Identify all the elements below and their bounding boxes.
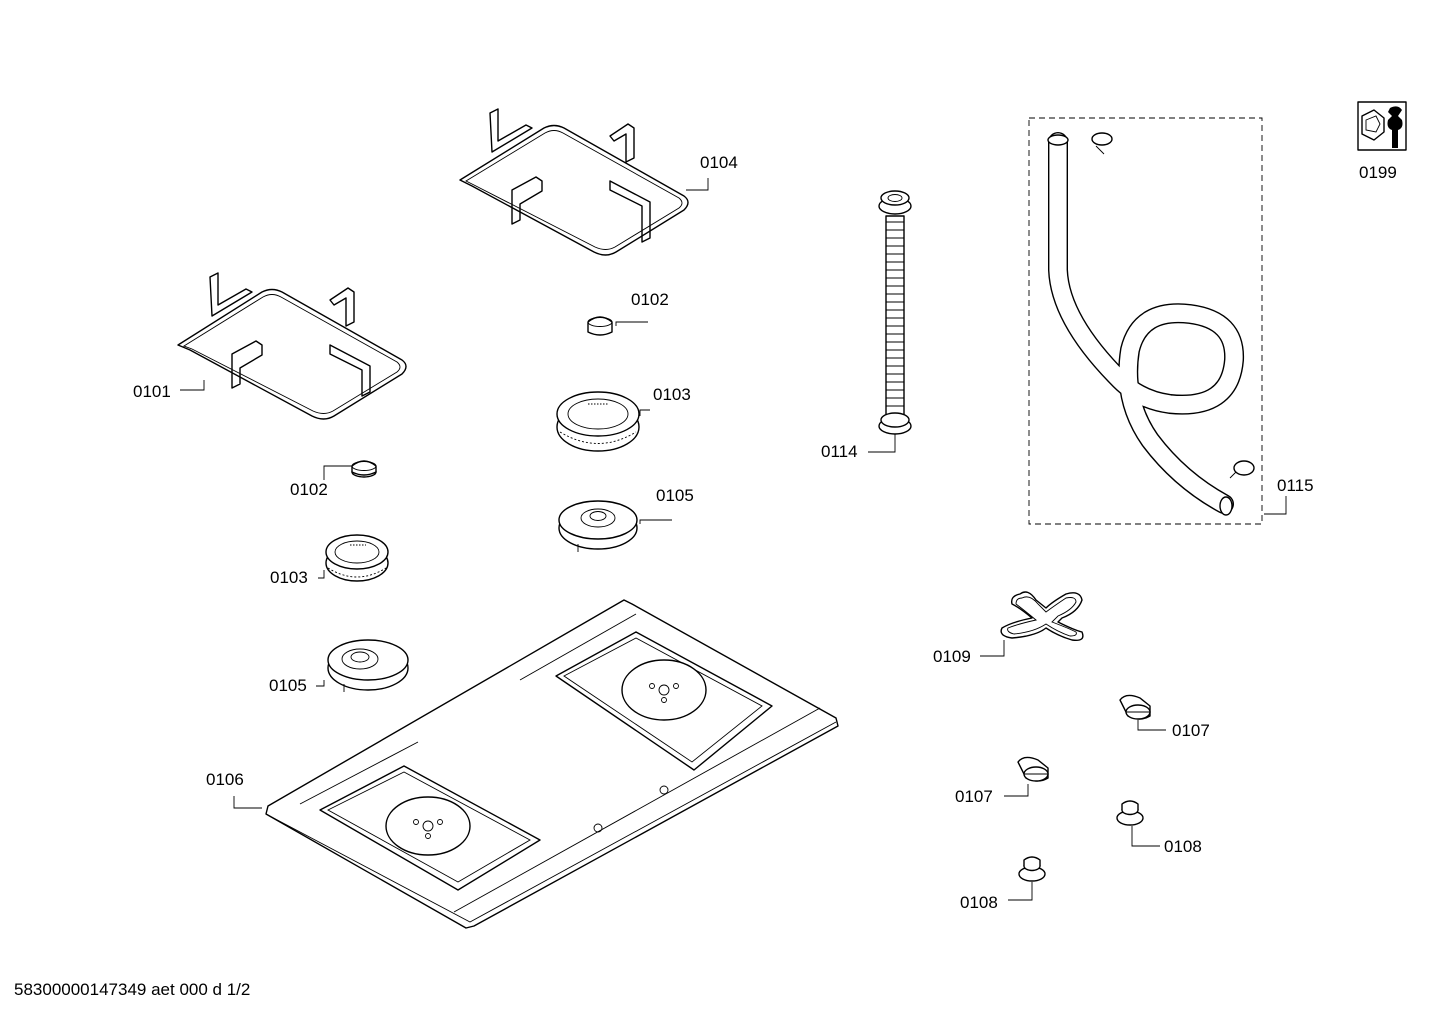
document-id-footer: 58300000147349 aet 000 d 1/2 [14,980,251,999]
burner-ring-top [556,391,640,452]
wrench-nut-icon [1357,101,1407,151]
hob-top-panel [265,599,839,929]
burner-cap-small-left [351,460,377,478]
burner-base-left [327,639,409,692]
label-0108-right: 0108 [1164,837,1202,856]
cross-seal [1000,591,1084,642]
label-0103-top: 0103 [653,385,691,404]
burner-cap-small-top [587,316,613,336]
pan-support-left [177,272,407,420]
label-0106: 0106 [206,770,244,789]
pan-support-top [459,108,689,256]
control-knob-left [1017,756,1049,782]
part-labels: 0101 0102 0102 0103 0103 0104 0105 0105 … [133,153,1397,912]
knob-bushing-right [1116,800,1144,826]
label-0101: 0101 [133,382,171,401]
burner-base-top [558,500,638,552]
label-0105-left: 0105 [269,676,307,695]
label-0115: 0115 [1277,476,1314,495]
label-0104: 0104 [700,153,738,172]
control-knob-right [1119,694,1151,720]
knob-bushing-left [1018,856,1046,882]
label-0102-top: 0102 [631,290,669,309]
label-0199: 0199 [1359,163,1397,182]
label-0109: 0109 [933,647,971,666]
leader-lines [180,178,1287,901]
label-0108-left: 0108 [960,893,998,912]
burner-ring-left [325,534,389,582]
label-0102-left: 0102 [290,480,328,499]
label-0107-left: 0107 [955,787,993,806]
gas-pipe [878,190,912,435]
label-0114: 0114 [821,442,858,461]
label-0105-top: 0105 [656,486,694,505]
label-0107-right: 0107 [1172,721,1210,740]
gas-hose-kit [1028,117,1263,525]
label-0103-left: 0103 [270,568,308,587]
